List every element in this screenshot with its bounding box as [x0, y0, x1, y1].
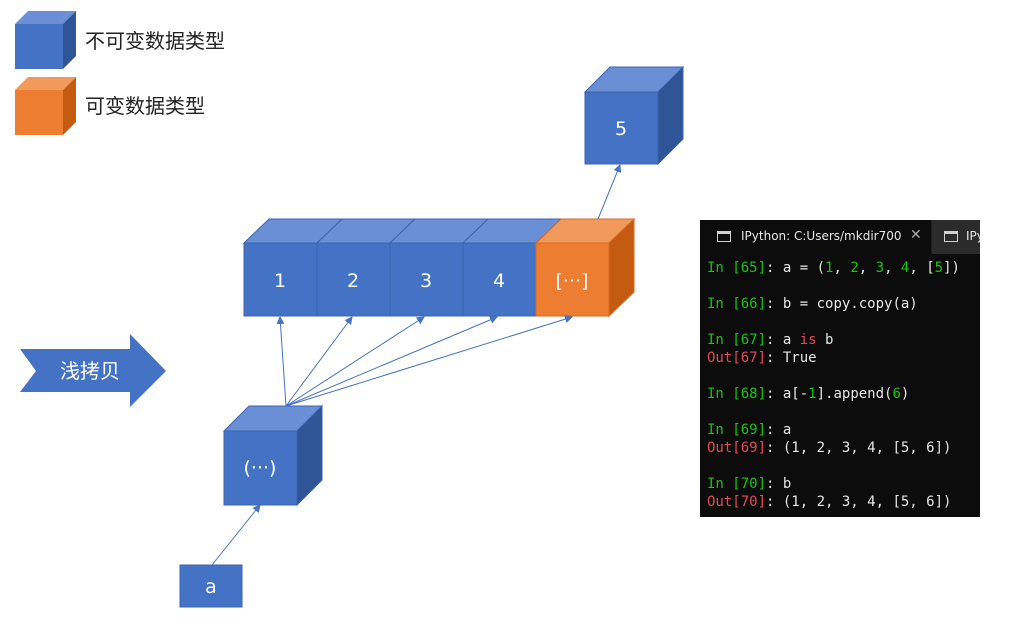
legend-mutable-label: 可变数据类型	[85, 94, 205, 118]
element-label-1: 1	[274, 270, 286, 292]
terminal-line: In [68]: a[-1].append(6)	[707, 386, 910, 402]
arrow-to-element-2	[285, 316, 353, 407]
terminal-tab-title: IPython: C:Users/mkdir700	[741, 229, 902, 243]
arrow-to-element-1	[276, 316, 287, 407]
terminal-line: Out[70]: (1, 2, 3, 4, [5, 6])	[707, 494, 952, 510]
element-label-2: 2	[347, 270, 359, 292]
variable-label: a	[205, 576, 217, 598]
terminal-tab-second-title: IPy	[966, 229, 980, 243]
shallow-copy-arrow: 浅拷贝	[20, 334, 166, 407]
shallow-copy-label: 浅拷贝	[60, 359, 120, 383]
reference-arrows	[211, 164, 622, 566]
terminal-line: In [67]: a is b	[707, 332, 834, 348]
legend-immutable: 不可变数据类型	[15, 11, 225, 69]
arrow-to-element-3	[285, 316, 425, 407]
arrow-a-to-tuple	[211, 504, 261, 566]
tuple-cube: (···)	[222, 404, 324, 507]
arrow-list-to-inner	[597, 164, 622, 220]
element-cube-4	[462, 242, 537, 317]
element-cube-2	[316, 242, 391, 317]
inner-list-element-label: 5	[615, 118, 627, 140]
element-label-4: 4	[493, 270, 505, 292]
terminal-output[interactable]: In [65]: a = (1, 2, 3, 4, [5]) In [66]: b…	[700, 254, 980, 511]
close-icon[interactable]: ✕	[910, 227, 922, 243]
terminal-icon-second	[944, 231, 958, 242]
element-cube-3	[389, 242, 464, 317]
terminal-tab-bar: IPython: C:Users/mkdir700 ✕ IPy	[700, 220, 980, 254]
legend-mutable: 可变数据类型	[15, 77, 205, 135]
terminal-line: In [65]: a = (1, 2, 3, 4, [5])	[707, 260, 960, 276]
terminal-line: In [66]: b = copy.copy(a)	[707, 296, 918, 312]
terminal-tab-active[interactable]: IPython: C:Users/mkdir700 ✕	[700, 220, 931, 254]
terminal-line: In [69]: a	[707, 422, 792, 438]
inner-list-element-cube: 5	[583, 65, 685, 166]
ipython-terminal: IPython: C:Users/mkdir700 ✕ IPy In [65]:…	[700, 220, 980, 517]
element-label-list: [···]	[556, 270, 589, 292]
variable-a-box: a	[179, 564, 243, 608]
terminal-line: In [70]: b	[707, 476, 792, 492]
element-label-3: 3	[420, 270, 432, 292]
terminal-tab-second[interactable]: IPy	[932, 220, 980, 254]
arrow-to-element-list	[285, 315, 573, 407]
terminal-line: Out[67]: True	[707, 350, 817, 366]
terminal-icon	[717, 231, 731, 242]
tuple-label: (···)	[244, 457, 277, 479]
arrow-to-element-4	[285, 316, 498, 407]
legend-immutable-label: 不可变数据类型	[85, 29, 225, 53]
terminal-line: Out[69]: (1, 2, 3, 4, [5, 6])	[707, 440, 952, 456]
tuple-elements-row: 1 2 3 4 [···]	[242, 217, 636, 318]
element-cube-list	[535, 242, 610, 317]
